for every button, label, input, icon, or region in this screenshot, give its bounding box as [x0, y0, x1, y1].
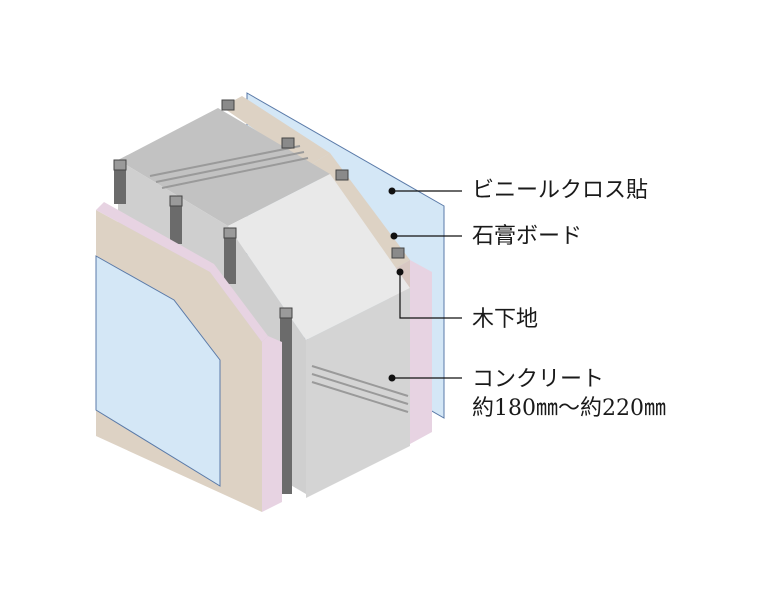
leader-dot-icon: [388, 374, 396, 382]
concrete-top-face: [118, 108, 330, 226]
label-vinyl-cloth: ビニールクロス貼: [472, 178, 649, 203]
label-concrete: コンクリート: [472, 367, 605, 392]
wood-studs-front: [113, 159, 293, 494]
leader-dot-icon: [390, 232, 398, 240]
concrete-bevel-face: [228, 174, 410, 340]
wood-studs-back: [221, 99, 405, 259]
leader-dot-icon: [388, 187, 396, 195]
label-concrete-thickness: 約180㎜〜約220㎜: [472, 396, 666, 421]
label-wood-base: 木下地: [472, 307, 539, 332]
rebar-top: [149, 145, 309, 189]
rebar-side: [311, 365, 409, 413]
concrete-right-face: [306, 288, 410, 498]
label-gypsum-board: 石膏ボード: [472, 224, 583, 249]
vinyl-cloth-sheet-front: [95, 255, 221, 487]
gypsum-board-front-side: [262, 336, 282, 512]
gypsum-board-back-top: [222, 96, 330, 166]
leader-lines: [392, 190, 462, 379]
leader-dots: [388, 187, 404, 382]
gypsum-board-back-side: [410, 260, 432, 444]
leader-dot-icon: [396, 268, 404, 276]
gypsum-board-front-edge: [96, 202, 268, 342]
